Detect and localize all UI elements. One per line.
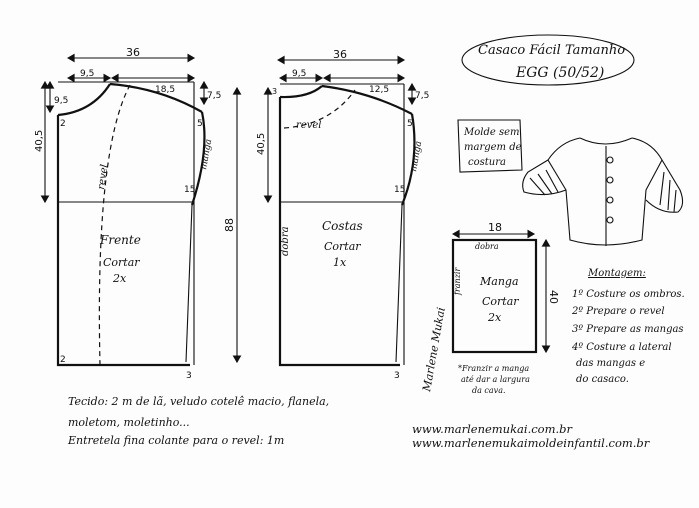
front-neckline [57,83,111,117]
front-name: Frente [99,233,141,247]
button-icon [606,176,614,184]
jacket-body [547,137,663,246]
right-sleeve-ruffles [659,171,677,213]
back-total-height-label: 88 [223,218,236,232]
front-sleeve-label: manga [199,138,214,170]
back-neck-width-label: 9,5 [292,69,306,79]
front-facing-label: revel [96,164,110,191]
title-line-1: Casaco Fácil Tamanho [478,43,625,58]
front-side-seam [185,204,193,363]
sleeve-note-2: até dar a largura [461,375,530,384]
assembly-title: Montagem: [587,268,646,279]
front-mark-2-top: 2 [60,119,66,129]
fabric-line-2: moletom, moletinho... [68,416,190,429]
back-height-label: 40,5 [256,133,267,155]
assembly-step-4-cont: das mangas e [576,358,645,369]
back-mark-15: 15 [394,185,405,195]
front-mark-5: 5 [197,119,203,129]
sleeve-height-label: 40 [547,290,560,304]
assembly-step-2: 2º Prepare o revel [571,306,665,317]
jacket-right-sleeve [645,159,684,213]
left-sleeve-ruffles [529,169,559,196]
back-shoulder-line [321,84,413,115]
front-shoulder-label: 18,5 [155,85,175,95]
no-seam-note: Molde sem margem de costura [457,119,523,173]
back-facing-line [283,89,356,129]
sleeve-qty: 2x [487,311,502,324]
jacket-illustration [522,137,684,246]
designer-signature: Marlene Mukai [420,306,448,393]
front-neck-depth-label: 9,5 [54,96,68,106]
back-cut: Cortar [324,240,361,253]
back-outline [278,97,400,367]
back-sleeve-label: manga [409,140,424,172]
button-icon [606,196,614,204]
assembly-step-3: 3º Prepare as mangas [572,324,684,335]
sleeve-note-1: *Franzir a manga [458,364,529,373]
back-name: Costas [322,219,363,233]
front-armhole [190,111,206,206]
assembly-step-4: 4º Costure a lateral [571,342,672,353]
front-piece: 36 9,5 revel manga 18,5 9,5 7,5 40,5 2 5… [34,46,221,381]
back-width-label: 36 [333,48,347,61]
fabric-line-1: Tecido: 2 m de lã, veludo cotelê macio, … [68,395,329,408]
front-qty: 2x [112,272,127,285]
fabric-notes: Tecido: 2 m de lã, veludo cotelê macio, … [67,395,329,447]
back-mark-3: 3 [394,371,400,381]
front-mark-3: 3 [186,371,192,381]
back-neckline [279,85,323,99]
jacket-collar [579,137,633,145]
back-shoulder-label: 12,5 [369,85,389,95]
back-fold-label: dobra [280,226,291,256]
no-seam-note-box [457,119,523,173]
back-shoulder-drop-label: 7,5 [415,91,429,101]
back-piece: 36 9,5 revel manga 12,5 3 7,5 40,5 88 do… [223,48,429,381]
front-mark-15: 15 [184,185,195,195]
sleeve-piece: 18 dobra franzir 40 Manga Cortar 2x *Fra… [451,221,560,395]
fabric-line-3: Entretela fina colante para o revel: 1m [67,434,284,447]
title-line-2: EGG (50/52) [515,65,604,81]
front-shoulder-line [109,82,203,113]
back-neck-depth-label: 3 [272,87,277,96]
jacket-left-sleeve [522,159,567,196]
sleeve-width-label: 18 [488,221,502,234]
sleeve-fold-label: dobra [475,242,499,251]
front-cut: Cortar [103,256,140,269]
back-armhole [400,113,416,206]
no-seam-line-1: Molde sem [463,127,520,138]
title-oval [461,34,635,86]
button-icon [606,216,614,224]
no-seam-line-2: margem de [464,142,522,153]
back-facing-label: revel [296,120,321,131]
front-facing-line [98,84,131,366]
sleeve-outline [451,238,538,354]
front-width-label: 36 [126,46,140,59]
back-side-seam [395,204,403,363]
front-height-label: 40,5 [34,130,45,152]
assembly-instructions: Montagem: 1º Costure os ombros. 2º Prepa… [571,268,685,385]
front-neck-width-label: 9,5 [80,69,94,79]
title-block: Casaco Fácil Tamanho EGG (50/52) [461,34,635,86]
website-2: www.marlenemukaimoldeinfantil.com.br [412,436,651,450]
website-1: www.marlenemukai.com.br [412,422,574,436]
back-mark-5: 5 [407,119,413,129]
assembly-step-1: 1º Costure os ombros. [572,289,685,300]
assembly-step-4-end: do casaco. [576,374,629,385]
sleeve-ruffle-label: franzir [453,267,462,296]
front-mark-2-bottom: 2 [60,355,66,365]
front-shoulder-drop-label: 7,5 [207,91,221,101]
websites: www.marlenemukai.com.br www.marlenemukai… [412,422,651,450]
sleeve-name: Manga [479,275,519,288]
no-seam-line-3: costura [468,157,506,168]
sleeve-cut: Cortar [482,295,519,308]
front-outline [56,115,190,367]
button-icon [606,156,614,164]
sleeve-note-3: da cava. [472,386,506,395]
back-qty: 1x [333,256,347,269]
